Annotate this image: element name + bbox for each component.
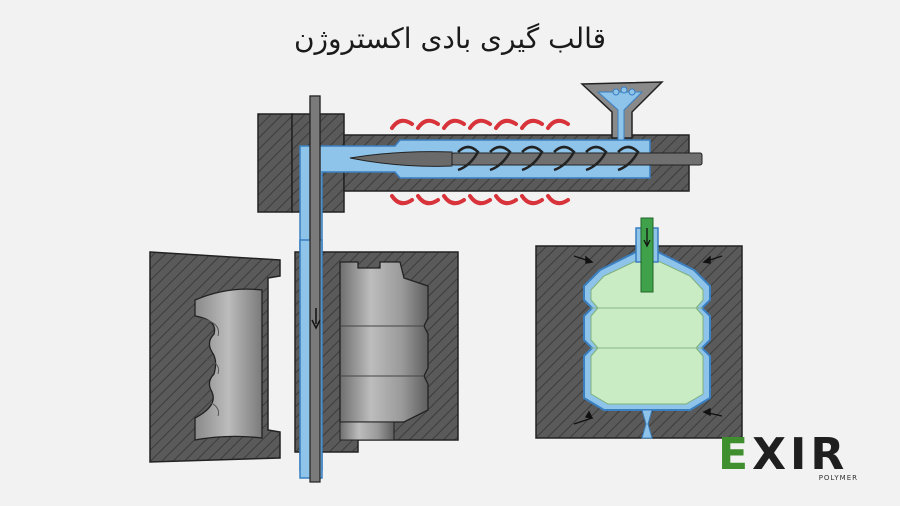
logo-letters: XIR <box>752 429 849 480</box>
heater-coil-icon <box>390 118 570 206</box>
screw-icon <box>451 152 703 166</box>
logo-subtitle: POLYMER <box>818 474 858 482</box>
down-arrow-icon <box>311 308 321 330</box>
brand-logo: E XIR POLYMER <box>718 432 878 492</box>
logo-letter-e: E <box>718 429 753 480</box>
mold-half-right <box>294 251 459 453</box>
mold-half-left <box>149 251 281 463</box>
page-title: قالب گیری بادی اکستروژن <box>293 22 607 55</box>
closed-mold <box>535 217 743 439</box>
blow-pipe <box>640 217 654 293</box>
hopper-icon <box>580 81 664 141</box>
pressure-arrow-icon <box>573 255 723 425</box>
